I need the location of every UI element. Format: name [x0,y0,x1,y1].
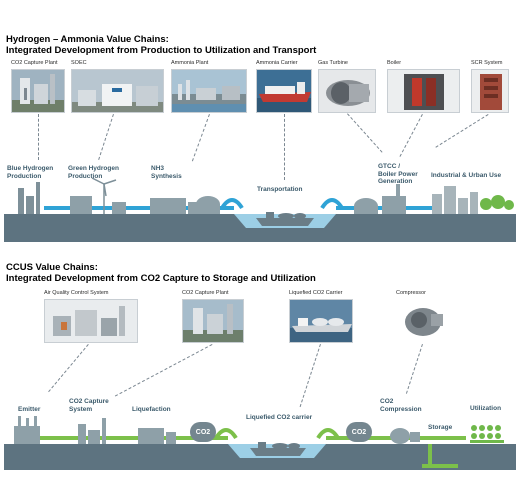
stage-transportation: Transportation [257,186,303,194]
stage-co2-compression: CO2 Compression [380,398,422,413]
stage-label: Boiler Power [378,170,418,178]
stage-label: System [69,405,93,413]
connector-line [48,344,89,393]
stage-label: CO2 [380,398,394,405]
stage-industrial-urban: Industrial & Urban Use [431,172,501,180]
connector-line [38,114,39,160]
compressor-unit [390,428,420,444]
ccus-co2-capture-plant-image [182,299,244,343]
gas-turbine-image [318,69,376,113]
ccus-title-line1: CCUS Value Chains: [6,262,98,273]
ammonia-ship [256,212,314,226]
stage-label: Industrial & Urban Use [431,172,502,179]
stage-label: Liquefaction [132,406,171,413]
connector-line [399,114,423,157]
stage-label: Compression [380,405,422,413]
stage-label: Transportation [257,186,303,193]
hydrogen-title-line2: Integrated Development from Production t… [6,45,317,56]
connector-line [114,344,213,397]
photo-caption: Boiler [387,60,402,66]
capture-plant [78,418,106,444]
ccus-title-line2: Integrated Development from CO2 Capture … [6,273,316,284]
photo-caption: Compressor [396,290,426,296]
pipe-arch-right [320,198,344,210]
connector-line [405,344,423,394]
liquefaction-plant [138,428,176,444]
stage-label: Emitter [18,406,41,413]
co2-tank-left: CO2 [190,422,216,442]
utilization-plants [470,425,504,443]
stage-label: Production [68,172,103,180]
stage-label: Production [7,172,42,180]
photo-caption: CO2 Capture Plant [182,290,229,296]
photo-caption: Liquefied CO2 Carrier [289,290,343,296]
stage-label: Generation [378,178,413,185]
co2-ship [250,442,306,456]
liquefied-co2-carrier-image [289,299,353,343]
power-plant [354,184,406,214]
photo-caption: SCR System [471,60,503,66]
connector-line [284,114,285,180]
wind-turbine [91,178,117,214]
stage-label: Green Hydrogen [68,165,119,172]
stage-label: Blue Hydrogen [7,165,54,172]
connector-line [347,113,383,153]
ccus-section-title: CCUS Value Chains: Integrated Developmen… [6,262,316,284]
storage-well [422,444,458,468]
scr-system-image [471,69,509,113]
photo-caption: Ammonia Carrier [256,60,298,66]
stage-nh3-synthesis: NH3 Synthesis [151,165,182,180]
trees [480,195,514,210]
hydrogen-value-chain-illustration [4,178,516,242]
co2-tank-right: CO2 [346,422,372,442]
ammonia-carrier-image [256,69,312,113]
stage-co2-capture-system: CO2 Capture System [69,398,109,413]
stage-emitter: Emitter [18,406,40,414]
co2-pipe-green [34,436,228,440]
stage-gtcc: GTCC / Boiler Power Generation [378,163,418,186]
stage-blue-hydrogen: Blue Hydrogen Production [7,165,53,180]
stage-green-hydrogen: Green Hydrogen Production [68,165,119,180]
hydrogen-section-title: Hydrogen – Ammonia Value Chains: Integra… [6,34,316,56]
pipe-arch-right [316,428,340,440]
photo-caption: Air Quality Control System [44,290,109,296]
connector-line [299,344,321,408]
compressor-image [396,299,450,343]
stage-liquefied-co2-carrier: Liquefied CO2 carrier [246,414,312,422]
connector-line [191,114,210,162]
ccus-value-chain-illustration [4,416,516,470]
stage-utilization: Utilization [470,405,501,413]
air-quality-control-image [44,299,138,343]
photo-caption: SOEC [71,60,87,66]
stage-label: CO2 Capture [69,398,109,405]
hydrogen-title-line1: Hydrogen – Ammonia Value Chains: [6,34,169,45]
stage-label: Storage [428,424,453,431]
green-hydrogen-plant [70,196,126,214]
stage-storage: Storage [428,424,452,432]
pipe-arch-left [220,198,244,210]
city-buildings [432,186,478,214]
nh3-synthesis-plant [150,196,220,214]
stage-label: Synthesis [151,172,182,180]
stage-label: NH3 [151,165,165,172]
photo-caption: Ammonia Plant [171,60,209,66]
connector-line [98,114,114,160]
stage-label: GTCC / [378,163,401,170]
hydrogen-pipe-blue [44,206,234,210]
emitter-factory [14,416,40,444]
blue-hydrogen-plant [18,182,40,214]
soec-image [71,69,164,113]
photo-caption: Gas Turbine [318,60,348,66]
boiler-image [387,69,460,113]
ammonia-plant-image [171,69,247,113]
stage-label: Liquefied CO2 carrier [246,414,313,421]
pipe-arch-left [214,428,238,440]
photo-caption: CO2 Capture Plant [11,60,58,66]
co2-capture-plant-image [11,69,65,113]
stage-label: Utilization [470,405,502,412]
connector-line [435,114,489,148]
stage-liquefaction: Liquefaction [132,406,171,414]
